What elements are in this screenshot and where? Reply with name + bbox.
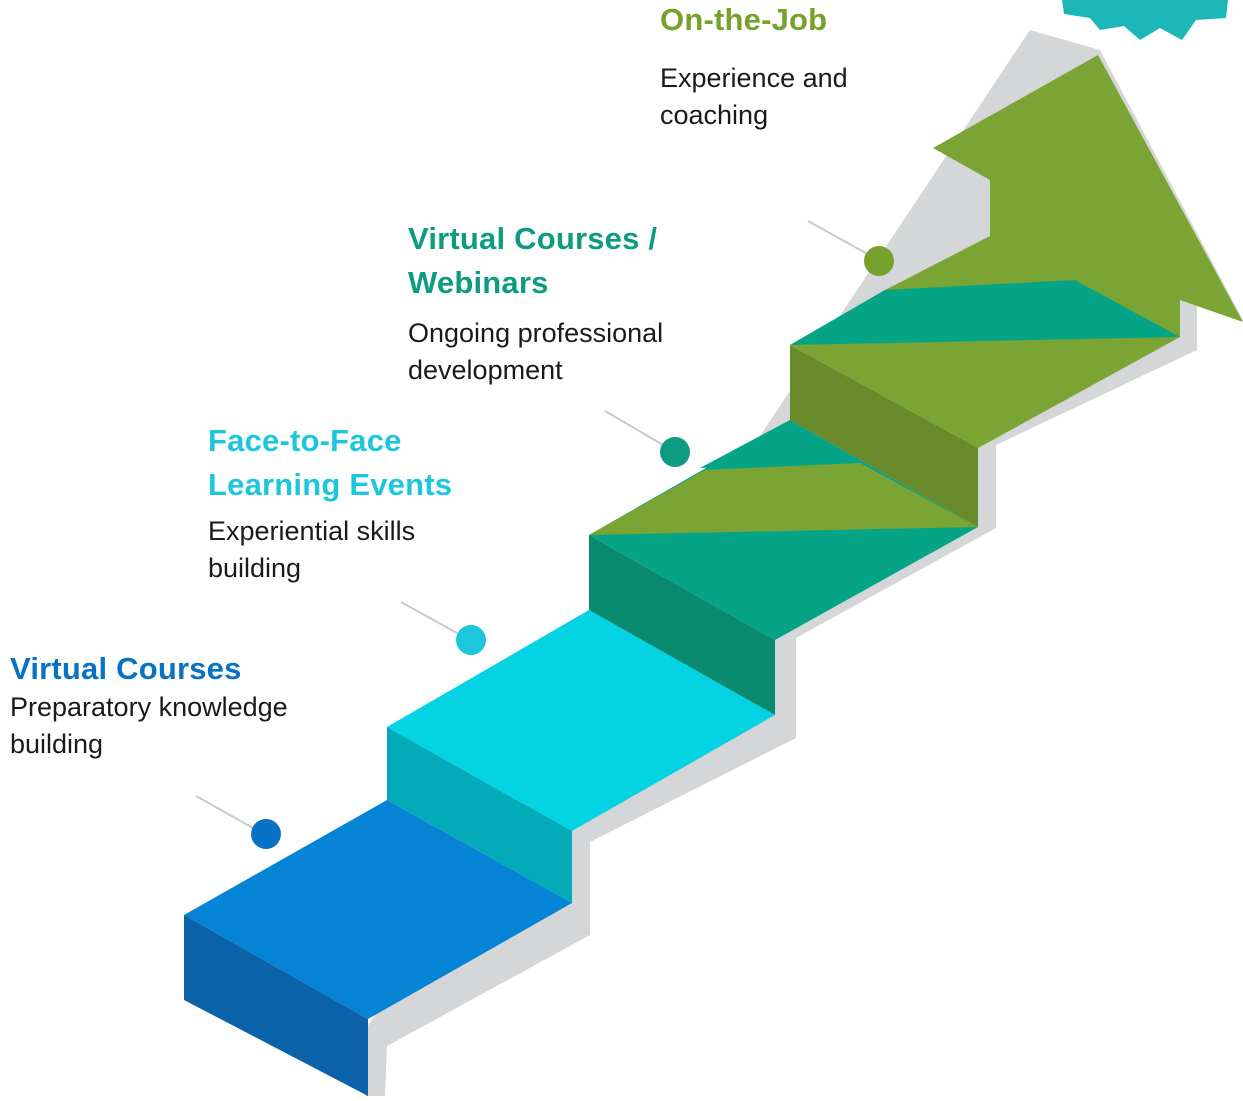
step-4-top-teal-band: [700, 420, 860, 468]
step-2-label: Face-to-Face Learning Events Experientia…: [208, 419, 508, 587]
arrow-teal-band: [790, 280, 1180, 345]
badge-icon: [1062, 0, 1228, 40]
connector-line-3: [604, 410, 671, 450]
step-3-label: Virtual Courses / Webinars Ongoing profe…: [408, 217, 728, 389]
step-3-riser: [589, 535, 775, 715]
step-4-label: On-the-Job Experience and coaching: [660, 0, 960, 134]
connector-dot-2: [456, 625, 486, 655]
step-1-side: [184, 915, 368, 1096]
step-3-top-green-band: [589, 463, 978, 535]
step-2-riser: [387, 727, 572, 903]
connector-dot-4: [864, 246, 894, 276]
step-1-title: Virtual Courses: [10, 651, 242, 686]
step-2-top: [387, 610, 775, 831]
connector-dot-3: [660, 437, 690, 467]
connector-line-2: [400, 601, 467, 639]
step-1-top: [184, 800, 572, 1019]
step-1-label: Virtual Courses Preparatory knowledge bu…: [10, 647, 350, 763]
arrow-body: [790, 55, 1243, 448]
step-4-riser: [790, 345, 978, 527]
connector-line-1: [195, 795, 263, 834]
connector-dot-1: [251, 819, 281, 849]
connector-line-4: [807, 220, 874, 258]
step-3-title: Virtual Courses / Webinars: [408, 221, 658, 300]
step-2-title: Face-to-Face Learning Events: [208, 423, 453, 502]
step-4-description: Experience and coaching: [660, 63, 848, 130]
step-2-description: Experiential skills building: [208, 516, 416, 583]
step-4-title: On-the-Job: [660, 2, 828, 37]
step-1-description: Preparatory knowledge building: [10, 692, 288, 759]
step-3-description: Ongoing professional development: [408, 318, 664, 385]
